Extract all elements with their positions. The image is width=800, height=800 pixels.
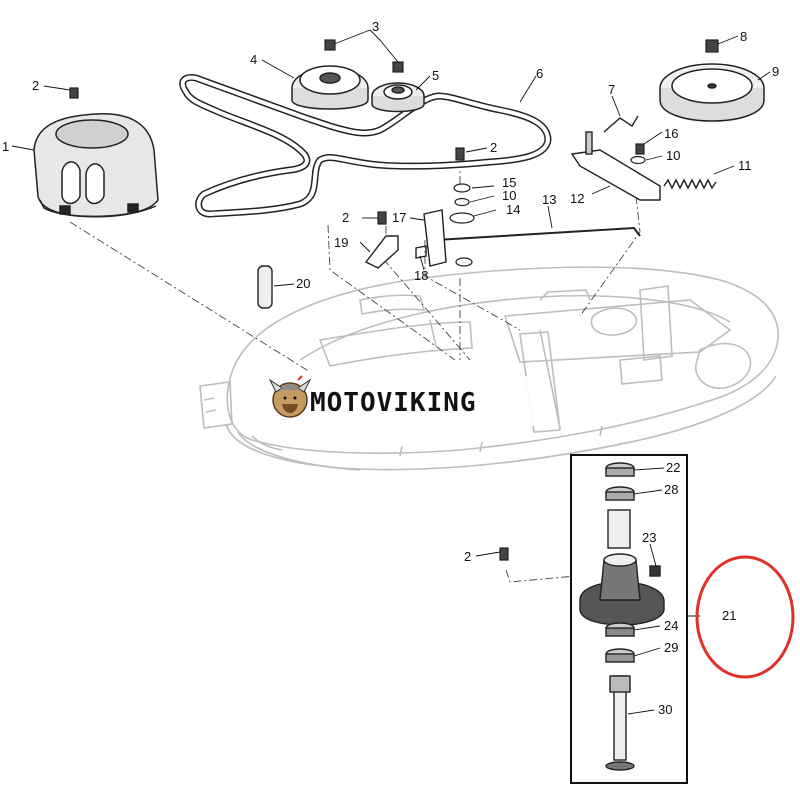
spring-11-part — [663, 178, 717, 190]
callout-13: 13 — [542, 192, 556, 207]
callout-30: 30 — [658, 702, 672, 717]
callout-2b: 2 — [490, 140, 497, 155]
highlight-circle — [695, 555, 795, 679]
callout-11: 11 — [738, 158, 752, 173]
callout-1: 1 — [2, 139, 9, 154]
pulley-5-part — [371, 82, 425, 113]
rod-13-part — [435, 226, 641, 241]
idler-arm-12-part — [570, 131, 661, 201]
callout-24: 24 — [664, 618, 678, 633]
callout-29: 29 — [664, 640, 678, 655]
watermark-banner: MOTOVIKING — [262, 375, 534, 426]
callout-2c: 2 — [342, 210, 349, 225]
callout-4: 4 — [250, 52, 257, 67]
callout-leaders — [11, 29, 771, 715]
callout-2d: 2 — [464, 549, 471, 564]
callout-17: 17 — [392, 210, 406, 225]
bracket-7-part — [603, 115, 639, 133]
callout-16: 16 — [664, 126, 678, 141]
callout-21: 21 — [722, 608, 736, 623]
callout-labels: 1 2 3 4 5 6 7 8 9 2 16 10 11 12 13 15 10… — [2, 19, 779, 717]
belt-shield-part — [33, 113, 159, 218]
callout-3: 3 — [372, 19, 379, 34]
pulley-9-part — [659, 63, 765, 122]
mower-deck — [199, 266, 779, 471]
callout-6: 6 — [536, 66, 543, 81]
pulley-4-part — [291, 65, 369, 110]
callout-23: 23 — [642, 530, 656, 545]
callout-15: 15 — [502, 175, 516, 190]
bracket-17-part — [415, 209, 447, 267]
callout-7: 7 — [608, 82, 615, 97]
callout-8: 8 — [740, 29, 747, 44]
callout-10b: 10 — [666, 148, 680, 163]
watermark-text: MOTOVIKING — [310, 388, 477, 418]
bracket-19-part — [364, 235, 399, 269]
callout-2: 2 — [32, 78, 39, 93]
callout-5: 5 — [432, 68, 439, 83]
spindle-assembly — [579, 462, 665, 771]
callout-28: 28 — [664, 482, 678, 497]
callout-18: 18 — [414, 268, 428, 283]
pin-20-part — [257, 265, 273, 309]
viking-logo-icon — [268, 375, 312, 418]
callout-22: 22 — [666, 460, 680, 475]
callout-10a: 10 — [502, 188, 516, 203]
callout-19: 19 — [334, 235, 348, 250]
assembly-leader-lines — [69, 160, 641, 591]
callout-20: 20 — [296, 276, 310, 291]
callout-12: 12 — [570, 191, 584, 206]
callout-9: 9 — [772, 64, 779, 79]
callout-14: 14 — [506, 202, 520, 217]
